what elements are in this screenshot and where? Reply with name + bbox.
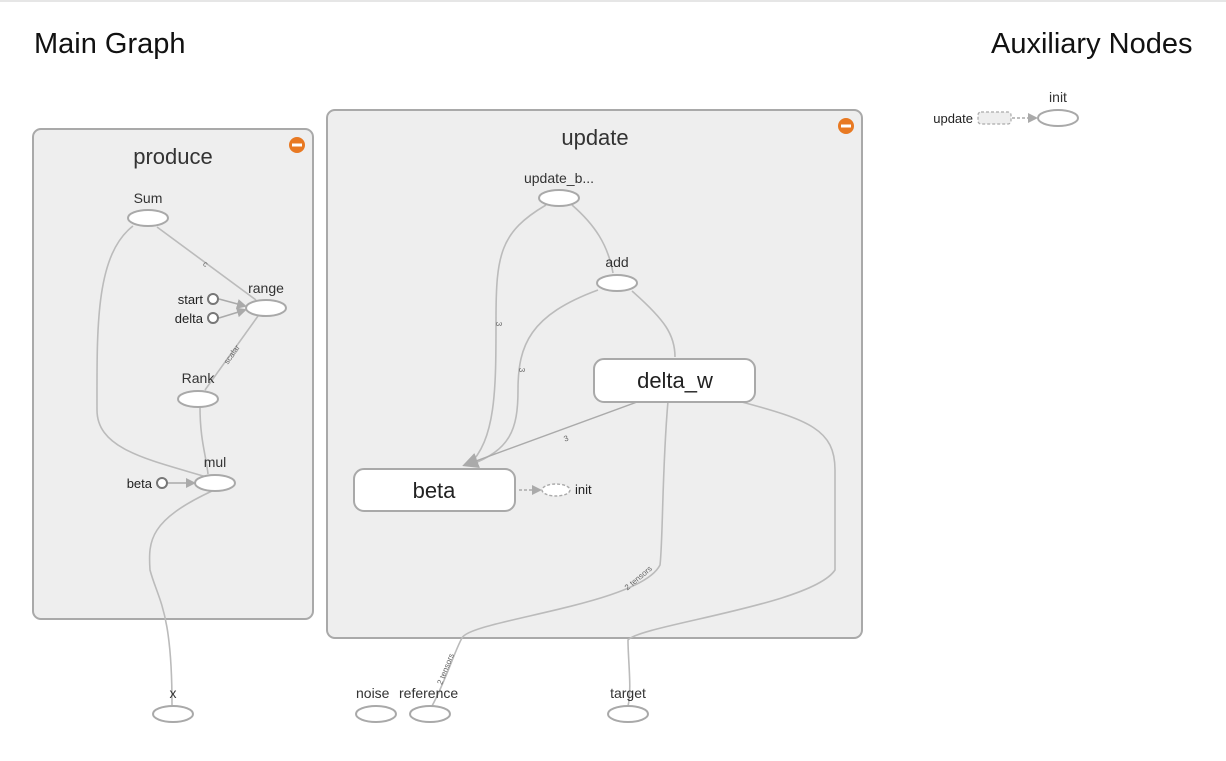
edge-update-b-add <box>571 204 614 274</box>
edge-label-reference-in: 2 tensors <box>435 652 456 686</box>
node-delta-w-box <box>593 358 756 403</box>
edge-label-sum-range: c <box>201 259 210 269</box>
produce-group-title: produce <box>133 144 213 169</box>
edge-delta-w-target <box>627 400 836 707</box>
node-delta-w-label: delta_w <box>637 368 713 393</box>
node-delta-w[interactable]: delta_w <box>593 358 756 403</box>
node-beta-box <box>353 468 516 512</box>
node-init-ref-shape <box>541 483 571 497</box>
node-target[interactable]: target <box>607 685 649 723</box>
node-noise-label: noise <box>356 685 390 701</box>
edge-sum-range <box>156 226 257 301</box>
node-sum[interactable]: Sum <box>127 190 169 227</box>
edge-label-add-beta: 3 <box>517 368 526 373</box>
node-init-ref[interactable]: init <box>541 482 592 497</box>
produce-group-box <box>32 128 314 620</box>
main-graph-heading: Main Graph <box>34 28 186 60</box>
node-beta-const[interactable]: beta <box>127 476 168 491</box>
edge-rank-mul <box>199 406 209 475</box>
aux-node-update[interactable]: update <box>933 111 1012 126</box>
node-delta-label: delta <box>175 311 204 326</box>
edge-add-delta-w <box>631 290 676 358</box>
node-beta-label: beta <box>413 478 457 503</box>
node-start[interactable]: start <box>178 292 219 307</box>
edge-add-beta <box>469 289 599 466</box>
node-rank-label: Rank <box>182 370 216 386</box>
edge-start-range <box>218 298 247 309</box>
edge-delta-range <box>218 307 247 319</box>
aux-node-update-label: update <box>933 111 973 126</box>
auxiliary-nodes-heading: Auxiliary Nodes <box>991 28 1193 60</box>
node-delta-shape <box>207 312 219 324</box>
edge-label-update-b-beta: 3 <box>494 322 503 327</box>
node-rank[interactable]: Rank <box>177 370 219 408</box>
node-add-label: add <box>605 254 628 270</box>
update-group-title: update <box>561 125 628 150</box>
node-start-shape <box>207 293 219 305</box>
node-range-label: range <box>248 280 284 296</box>
node-beta-const-shape <box>156 477 168 489</box>
node-beta[interactable]: beta <box>353 468 516 512</box>
edge-range-rank <box>204 315 259 391</box>
node-noise[interactable]: noise <box>355 685 397 723</box>
node-x-shape <box>152 705 194 723</box>
node-x[interactable]: x <box>152 685 194 723</box>
edge-mul-x <box>148 490 213 706</box>
aux-node-init[interactable]: init <box>1037 89 1079 127</box>
node-mul-label: mul <box>204 454 227 470</box>
node-update-b-shape <box>538 189 580 207</box>
update-collapse-button[interactable] <box>838 118 854 134</box>
top-border <box>0 0 1226 2</box>
node-sum-label: Sum <box>134 190 163 206</box>
node-target-label: target <box>610 685 646 701</box>
node-sum-shape <box>127 209 169 227</box>
edge-update-b-beta <box>467 204 547 467</box>
node-target-shape <box>607 705 649 723</box>
node-mul[interactable]: mul <box>194 454 236 492</box>
node-update-b-label: update_b... <box>524 170 594 186</box>
node-add-shape <box>596 274 638 292</box>
edge-delta-w-reference <box>431 400 669 707</box>
edge-delta-w-beta <box>462 401 638 469</box>
edge-sum-mul <box>96 225 211 479</box>
node-delta[interactable]: delta <box>175 311 219 326</box>
node-noise-shape <box>355 705 397 723</box>
produce-collapse-button[interactable] <box>289 137 305 153</box>
node-beta-const-label: beta <box>127 476 153 491</box>
node-start-label: start <box>178 292 204 307</box>
node-reference[interactable]: reference <box>399 685 458 723</box>
node-range-shape <box>245 299 287 317</box>
node-rank-shape <box>177 390 219 408</box>
aux-node-init-shape <box>1037 109 1079 127</box>
aux-node-init-label: init <box>1049 89 1067 105</box>
aux-node-update-shape <box>977 111 1012 125</box>
produce-group[interactable]: produce <box>32 128 314 620</box>
node-range[interactable]: range <box>245 280 287 317</box>
node-reference-shape <box>409 705 451 723</box>
node-x-label: x <box>170 685 177 701</box>
edge-label-delta-w-beta: 3 <box>563 433 571 443</box>
node-reference-label: reference <box>399 685 458 701</box>
node-add[interactable]: add <box>596 254 638 292</box>
node-init-ref-label: init <box>575 482 592 497</box>
node-update-b[interactable]: update_b... <box>524 170 594 207</box>
node-mul-shape <box>194 474 236 492</box>
